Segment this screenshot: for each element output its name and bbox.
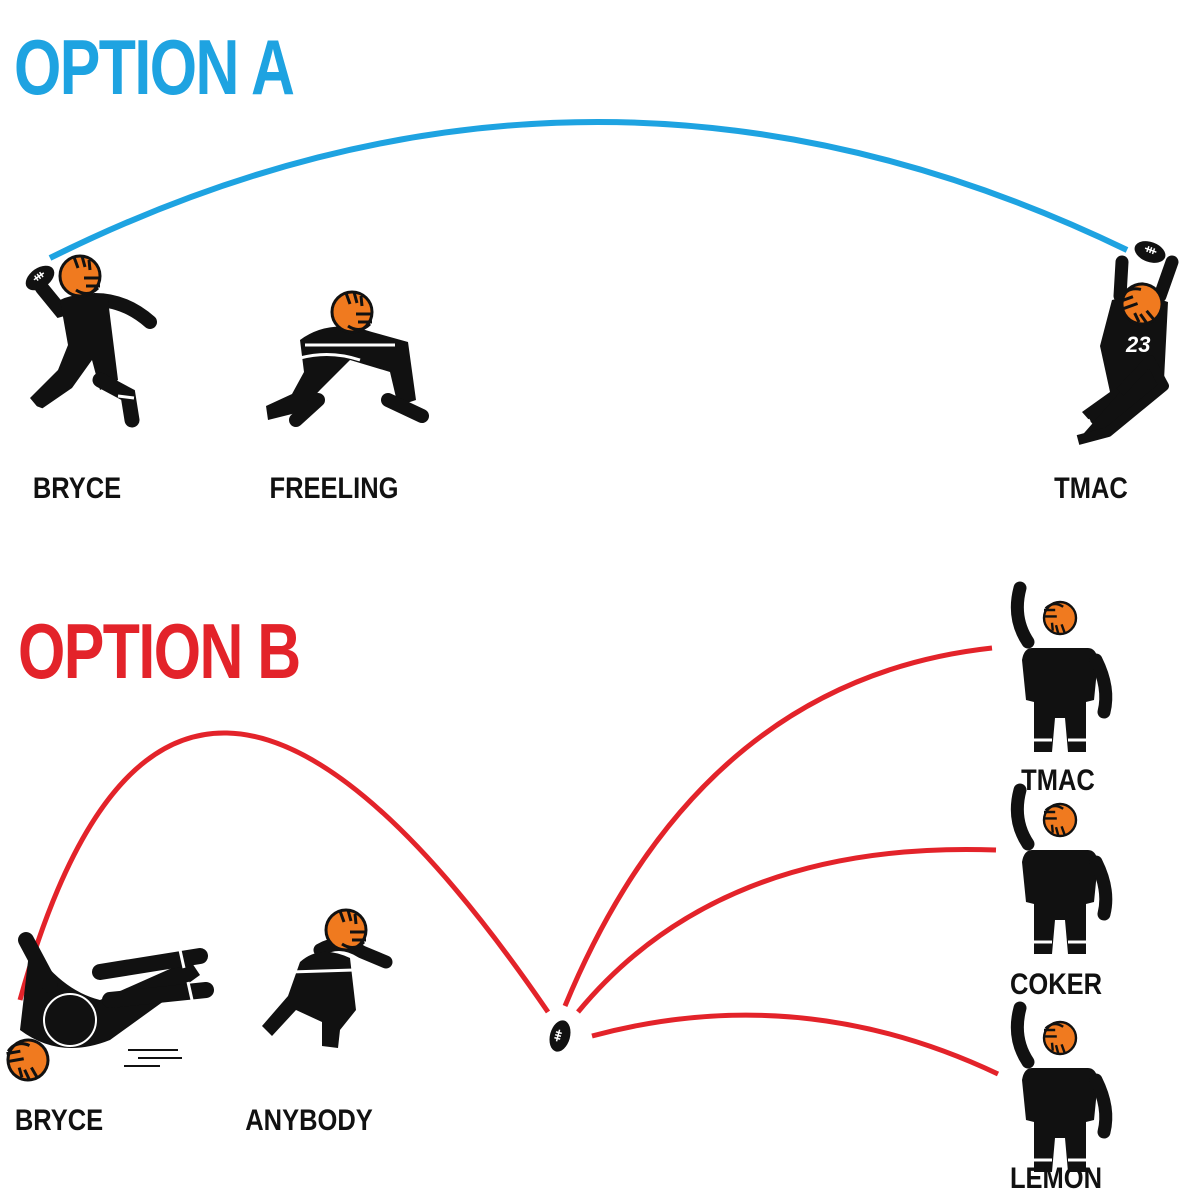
receiver-hand-raised-icon xyxy=(1017,1008,1105,1172)
option-b-title: OPTION B xyxy=(18,607,301,695)
option-b-lateral-to-coker xyxy=(576,846,997,1014)
player-label-lemon: LEMON xyxy=(1009,1162,1103,1195)
player-pushing-icon xyxy=(262,908,393,1048)
jersey-number: 23 xyxy=(1125,332,1150,357)
option-a-title: OPTION A xyxy=(14,23,295,111)
option-b-backward-arc xyxy=(17,730,551,1014)
player-label-tmac-a: TMAC xyxy=(1054,472,1128,505)
option-a-pass-arc xyxy=(48,118,1129,261)
player-label-coker: COKER xyxy=(1009,968,1103,1001)
receiver-hand-raised-icon xyxy=(1017,790,1105,954)
player-label-bryce-a: BRYCE xyxy=(32,472,122,505)
player-label-bryce-b: BRYCE xyxy=(14,1104,104,1137)
receiver-hand-raised-icon xyxy=(1017,588,1105,752)
lineman-blocking-icon xyxy=(266,290,429,427)
quarterback-diving-icon xyxy=(3,932,214,1085)
football-icon xyxy=(545,1017,575,1055)
quarterback-throwing-icon xyxy=(20,254,157,428)
receiver-catching-icon: 23 xyxy=(1054,236,1179,445)
option-b-lateral-to-tmac xyxy=(562,645,993,1007)
player-label-anybody: ANYBODY xyxy=(245,1104,373,1137)
player-label-freeling: FREELING xyxy=(269,472,399,505)
option-b-lateral-to-lemon xyxy=(591,1012,1000,1077)
player-label-tmac-b: TMAC xyxy=(1021,764,1095,797)
